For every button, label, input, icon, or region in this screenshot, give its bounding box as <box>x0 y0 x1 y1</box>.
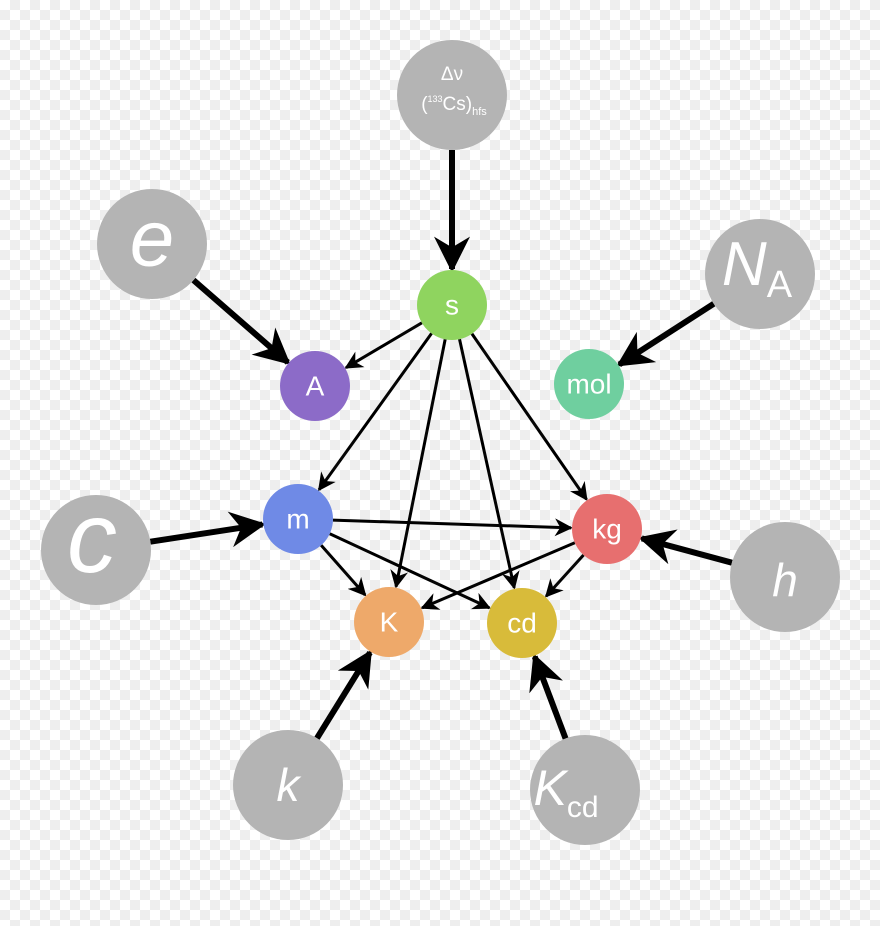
arrow-m-to-cd <box>329 532 491 610</box>
arrow-s-to-cd <box>458 338 520 590</box>
arrow-s-to-A <box>344 321 423 369</box>
constant-dependency-arrows <box>149 150 733 740</box>
constant-node-c: c <box>41 482 151 605</box>
arrow-Kcd-to-cd <box>529 653 569 740</box>
constant-label-cs-hfs: (133Cs)hfs <box>421 94 487 118</box>
constant-label-h: h <box>772 554 798 606</box>
constant-circle-c <box>41 495 151 605</box>
constant-circle-delta-nu-cs <box>397 40 507 150</box>
arrow-e-to-A <box>191 277 291 365</box>
arrow-h-to-kg <box>638 529 733 566</box>
unit-circle-m <box>263 484 333 554</box>
unit-node-K: K <box>354 587 424 657</box>
constant-label-NA: NA <box>722 230 793 306</box>
unit-label-m: m <box>286 504 309 535</box>
constant-label-delta-nu: Δν <box>441 64 463 85</box>
constant-label-c: c <box>67 482 117 594</box>
arrow-c-to-m <box>149 511 266 548</box>
unit-label-cd: cd <box>507 608 537 639</box>
arrow-s-to-kg <box>470 332 588 501</box>
constant-circle-e <box>97 189 207 299</box>
unit-node-mol: mol <box>554 349 624 419</box>
arrow-m-to-kg <box>332 518 573 537</box>
unit-node-s: s <box>417 270 487 340</box>
unit-node-m: m <box>263 484 333 554</box>
unit-circle-K <box>354 587 424 657</box>
unit-node-kg: kg <box>572 494 642 564</box>
constant-node-delta-nu-cs: Δν (133Cs)hfs <box>397 40 507 150</box>
arrow-m-to-K <box>320 544 367 597</box>
unit-circle-mol <box>554 349 624 419</box>
constant-circle-k <box>233 730 343 840</box>
unit-label-A: A <box>306 371 325 402</box>
constant-node-e: e <box>97 189 207 299</box>
unit-label-s: s <box>445 290 459 321</box>
constant-node-NA: NA <box>705 219 815 329</box>
constant-label-k: k <box>277 759 302 811</box>
arrow-s-to-m <box>317 332 433 492</box>
unit-node-A: A <box>280 351 350 421</box>
unit-circle-s <box>417 270 487 340</box>
unit-label-mol: mol <box>566 369 611 400</box>
constant-circle-Kcd <box>530 735 640 845</box>
arrow-k-to-K <box>314 649 373 740</box>
arrow-s-to-K <box>390 339 447 589</box>
arrow-NA-to-mol <box>616 301 716 368</box>
constant-node-h: h <box>730 522 840 632</box>
constant-node-k: k <box>233 730 343 840</box>
unit-circle-cd <box>487 588 557 658</box>
unit-label-K: K <box>380 607 399 638</box>
constant-label-e: e <box>130 194 175 283</box>
unit-circle-A <box>280 351 350 421</box>
constant-circle-h <box>730 522 840 632</box>
unit-node-cd: cd <box>487 588 557 658</box>
unit-circle-kg <box>572 494 642 564</box>
arrow-kg-to-cd <box>544 553 585 598</box>
unit-dependency-arrows <box>317 321 588 610</box>
arrow-kg-to-K <box>420 541 576 610</box>
constant-label-Kcd: Kcd <box>533 760 598 824</box>
constant-node-Kcd: Kcd <box>530 735 640 845</box>
constant-circle-NA <box>705 219 815 329</box>
unit-label-kg: kg <box>592 514 622 545</box>
